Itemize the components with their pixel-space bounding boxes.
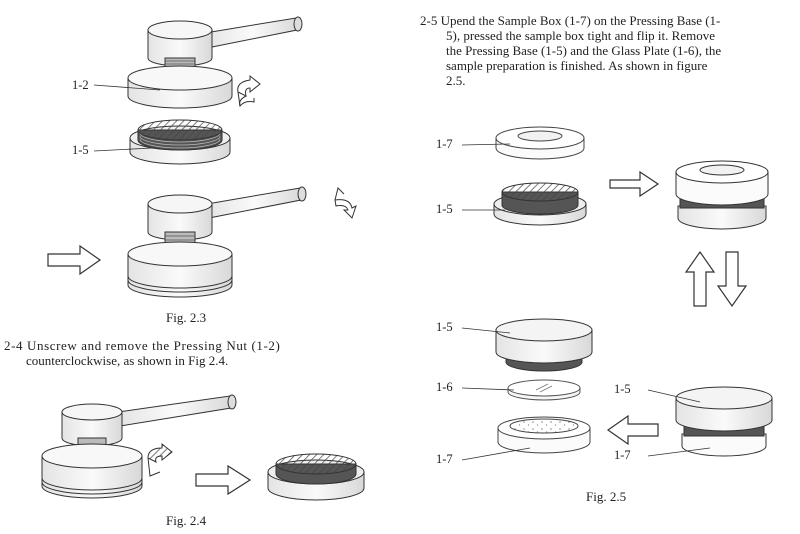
label-pressing-nut: 1-2 xyxy=(72,78,89,92)
label-base-top: 1-5 xyxy=(436,202,453,216)
rotate-counterclockwise-icon xyxy=(147,442,173,477)
label-base-right: 1-5 xyxy=(614,382,631,396)
press-unscrew xyxy=(41,394,237,499)
rotate-counterclockwise-icon xyxy=(334,187,357,219)
step-2-5-line4: sample preparation is finished. As shown… xyxy=(446,58,708,73)
left-arrow-icon xyxy=(606,414,659,446)
step-2-4-line2: counterclockwise, as shown in Fig 2.4. xyxy=(26,353,229,368)
up-arrow-icon xyxy=(684,250,716,307)
sample-box-top xyxy=(495,126,585,160)
step-2-4-text: 2-4 Unscrew and remove the Pressing Nut … xyxy=(4,338,384,368)
step-2-5-line1: 2-5 Upend the Sample Box (1-7) on the Pr… xyxy=(420,13,721,28)
sample-box-with-sample xyxy=(497,416,591,454)
label-pressing-base: 1-5 xyxy=(72,143,89,157)
pressing-base-fig24 xyxy=(267,453,365,501)
pressing-nut-assembly-top xyxy=(127,16,303,109)
pressing-base-left xyxy=(129,119,231,165)
label-box-right: 1-7 xyxy=(614,448,631,462)
label-sample-box-top: 1-7 xyxy=(436,137,453,151)
label-base-mid: 1-5 xyxy=(436,320,453,334)
step-2-4-line1: 2-4 Unscrew and remove the Pressing Nut … xyxy=(4,338,281,353)
fig-2-3-caption: Fig. 2.3 xyxy=(166,310,207,325)
leader-lines xyxy=(93,84,711,461)
label-sample-box-bottom: 1-7 xyxy=(436,452,453,466)
glass-plate xyxy=(507,379,581,401)
fig-2-5-caption: Fig. 2.5 xyxy=(586,489,627,504)
fig-2-4-caption: Fig. 2.4 xyxy=(166,513,207,528)
pressing-base-fig25 xyxy=(493,182,587,226)
label-glass-plate: 1-6 xyxy=(436,380,453,394)
right-arrow-icon xyxy=(609,170,660,198)
right-arrow-icon xyxy=(195,464,252,496)
step-2-5-text: 2-5 Upend the Sample Box (1-7) on the Pr… xyxy=(420,13,792,88)
step-2-5-line2: 5), pressed the sample box tight and fli… xyxy=(446,28,715,43)
combined-box-on-base xyxy=(675,160,769,230)
assembled-press xyxy=(127,186,307,298)
pressing-base-flipped xyxy=(495,318,593,372)
step-2-5-line5: 2.5. xyxy=(446,73,466,88)
right-arrow-icon xyxy=(47,244,102,276)
step-2-5-line3: the Pressing Base (1-5) and the Glass Pl… xyxy=(446,43,722,58)
flipped-stack xyxy=(675,386,773,457)
rotate-clockwise-icon xyxy=(237,74,261,108)
down-arrow-icon xyxy=(716,251,748,308)
